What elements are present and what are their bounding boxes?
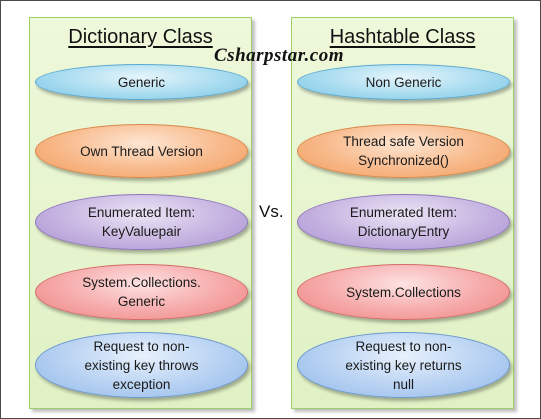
hashtable-panel-title: Hashtable Class bbox=[329, 26, 476, 48]
dictionary-item-namespace: System.Collections. Generic bbox=[35, 264, 248, 320]
hashtable-item-enumerated-item: Enumerated Item: DictionaryEntry bbox=[297, 194, 510, 250]
dictionary-item-enumerated-item: Enumerated Item: KeyValuepair bbox=[35, 194, 248, 250]
hashtable-item-non-generic: Non Generic bbox=[297, 64, 510, 100]
vs-label: Vs. bbox=[259, 202, 284, 221]
dictionary-item-missing-key: Request to non- existing key throws exce… bbox=[35, 332, 248, 398]
hashtable-item-missing-key: Request to non- existing key returns nul… bbox=[297, 332, 510, 398]
hashtable-item-thread-safe: Thread safe Version Synchronized() bbox=[297, 124, 510, 178]
dictionary-panel: Dictionary Class Generic Own Thread Vers… bbox=[29, 17, 252, 409]
hashtable-item-namespace: System.Collections bbox=[297, 264, 510, 320]
dictionary-panel-title: Dictionary Class bbox=[68, 26, 213, 48]
dictionary-item-thread-version: Own Thread Version bbox=[35, 124, 248, 178]
watermark-logo: Csharpstar.com bbox=[214, 45, 345, 66]
dictionary-item-generic: Generic bbox=[35, 64, 248, 100]
hashtable-panel: Hashtable Class Non Generic Thread safe … bbox=[291, 17, 514, 409]
